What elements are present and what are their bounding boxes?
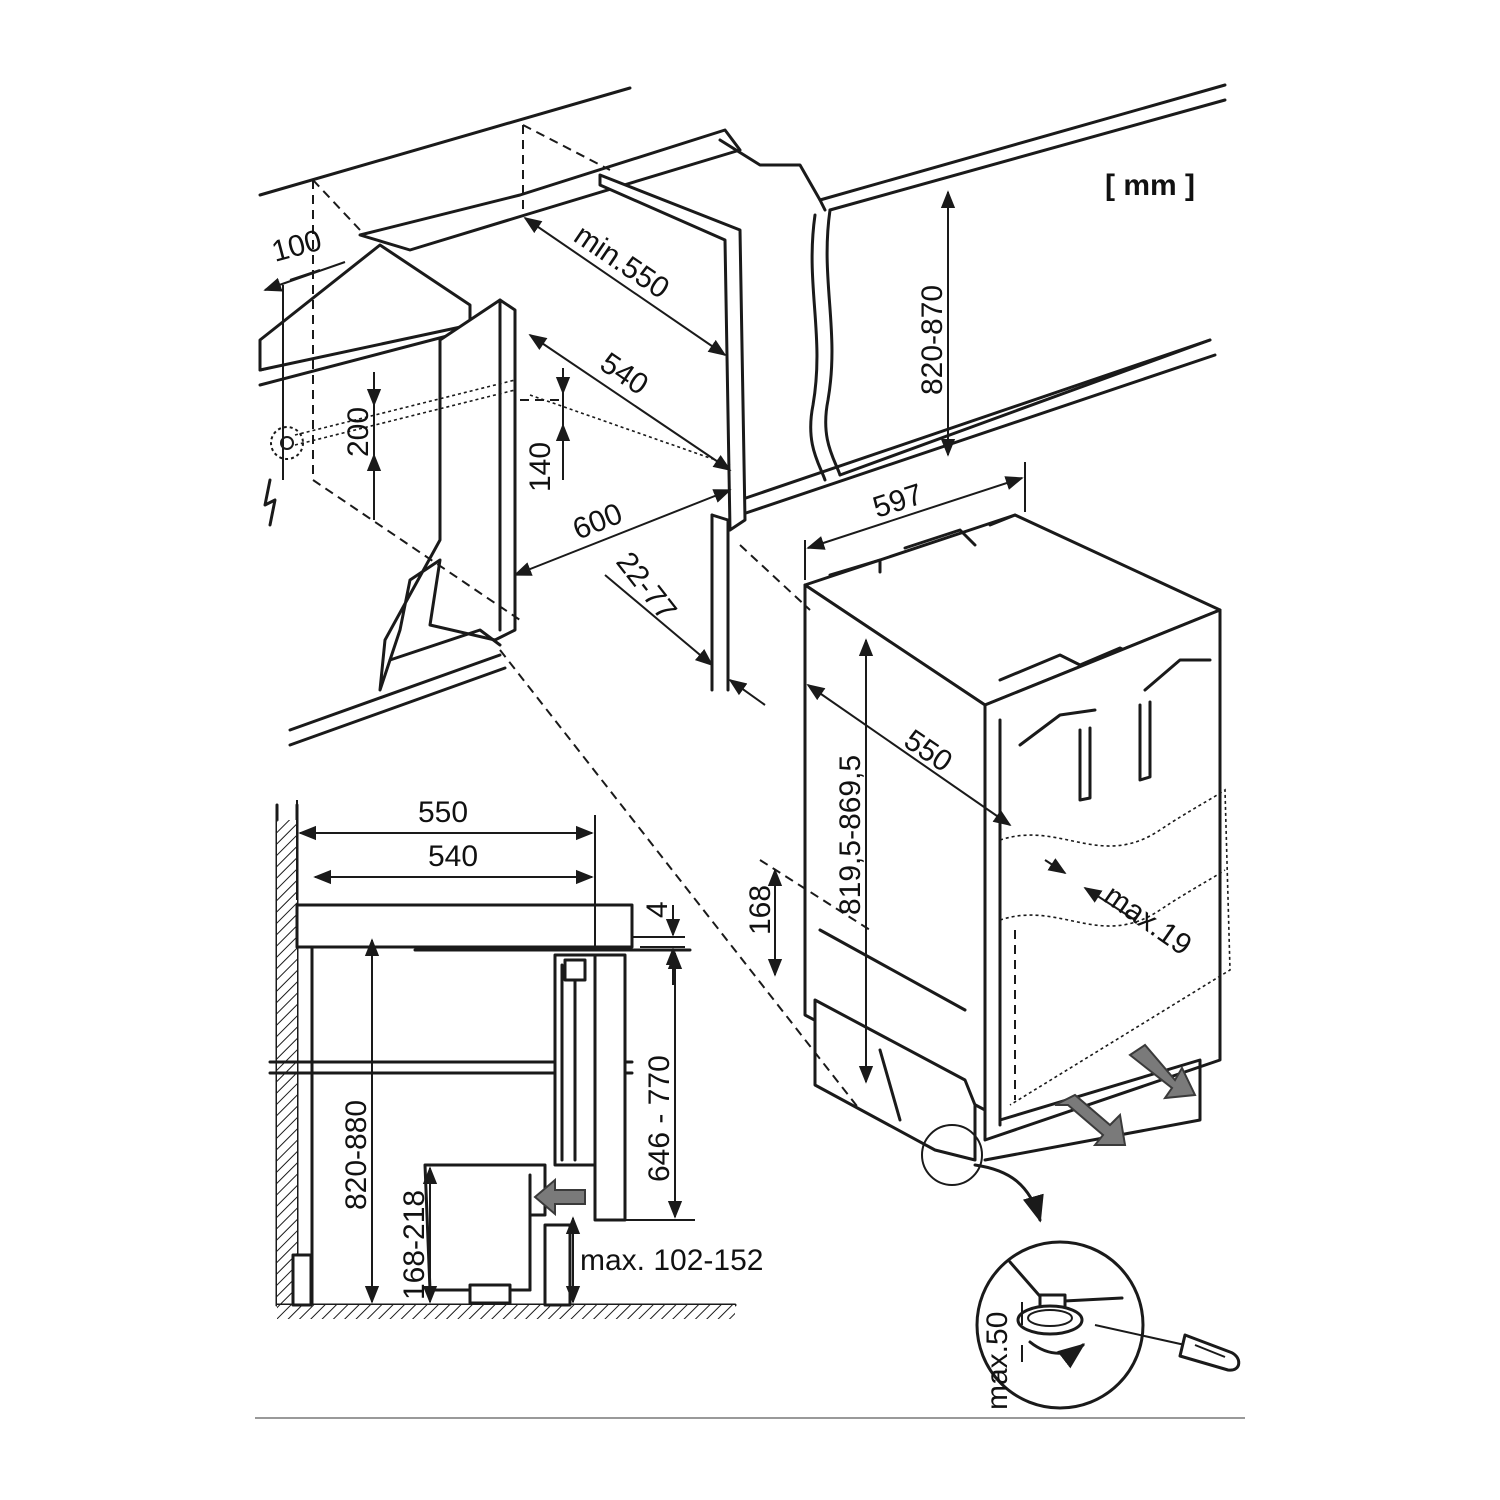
dim-appliance-height: 819,5-869,5 [834, 755, 867, 915]
dim-door-height: 646 - 770 [643, 1055, 676, 1182]
unit-label: [ mm ] [1105, 169, 1195, 202]
dim-plinth-clearance: max. 102-152 [580, 1244, 763, 1277]
dim-section-outer-depth: 550 [418, 796, 468, 829]
dim-min-depth: min.550 [568, 218, 675, 305]
dim-section-inner-depth: 540 [428, 840, 478, 873]
dim-plinth-range: 168-218 [398, 1190, 431, 1300]
niche-perspective [258, 83, 1227, 747]
section-air-arrow [533, 1177, 586, 1217]
dim-section-niche-height: 820-880 [340, 1100, 373, 1210]
section-dimensions: 550 540 4 820-880 646 - 770 168-218 max.… [296, 796, 763, 1304]
dim-niche-height: 820-870 [916, 285, 949, 395]
air-inlet-arrow [1054, 1093, 1127, 1146]
dim-worktop: 4 [641, 901, 674, 918]
dim-plinth-height: 168 [744, 885, 777, 935]
dim-door-thickness: 22-77 [609, 546, 682, 627]
screwdriver-icon [1094, 1324, 1186, 1346]
section-view [268, 803, 737, 1319]
dim-top-clearance: 100 [268, 224, 325, 269]
dim-vent-height: 140 [524, 442, 557, 492]
foot-detail: max.50 [975, 1240, 1241, 1410]
air-outlet-arrow [1128, 1043, 1197, 1100]
screwdriver-handle [1178, 1333, 1241, 1372]
dim-appliance-width: 597 [869, 478, 927, 525]
dim-width: 600 [568, 497, 627, 546]
dim-depth: 540 [594, 346, 654, 401]
dim-socket-height: 200 [342, 407, 375, 457]
dim-foot-adjust: max.50 [981, 1312, 1014, 1410]
